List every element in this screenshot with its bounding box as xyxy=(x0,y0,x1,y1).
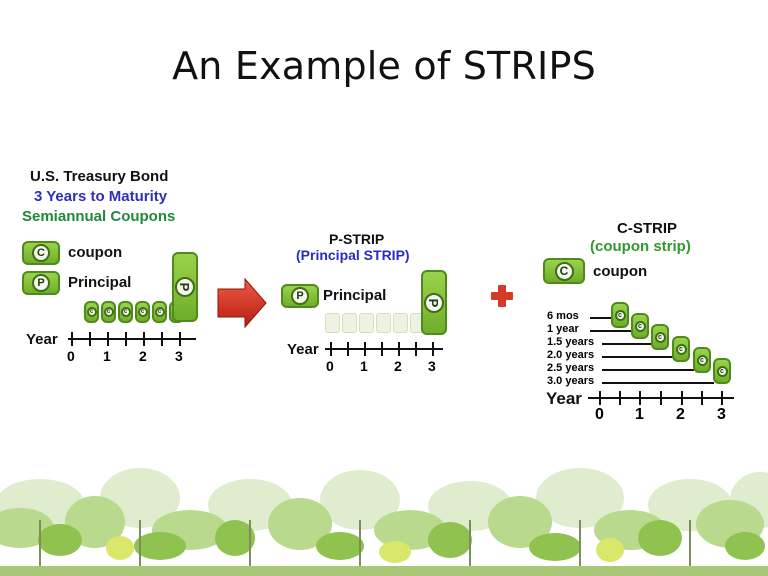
legend-coupon-icon: C xyxy=(22,241,60,265)
maturity-connector xyxy=(590,330,634,332)
cstrip-tick-label: 1 xyxy=(635,406,644,423)
bond-tick-label: 3 xyxy=(175,348,183,364)
pstrip-axis-tick xyxy=(415,342,417,356)
maturity-label: 3.0 years xyxy=(547,375,595,387)
cstrip-axis-tick xyxy=(681,391,683,405)
bond-tick-label: 0 xyxy=(67,348,75,364)
cstrip-axis-label: Year xyxy=(546,389,582,408)
bond-axis-tick xyxy=(107,332,109,346)
maturity-label: 1.5 years xyxy=(547,336,595,348)
bond-coupon-3: c xyxy=(118,301,133,323)
pstrip-principal-bill: P xyxy=(421,270,447,335)
pstrip-principal-seal: P xyxy=(291,287,309,305)
bond-axis-tick xyxy=(89,332,91,346)
maturity-label: 2.0 years xyxy=(547,349,595,361)
bond-principal-seal: P xyxy=(175,277,195,297)
pstrip-tick-label: 2 xyxy=(394,358,402,374)
bond-axis-label: Year xyxy=(26,331,58,348)
maturity-connector xyxy=(590,317,614,319)
cstrip-axis-tick xyxy=(660,391,662,405)
cstrip-axis-tick xyxy=(599,391,601,405)
cstrip-axis-tick xyxy=(721,391,723,405)
pstrip-axis-tick xyxy=(364,342,366,356)
bond-coupon-5: c xyxy=(152,301,167,323)
maturity-connector xyxy=(602,369,694,371)
bond-coupon-4: c xyxy=(135,301,150,323)
principal-seal: P xyxy=(32,274,50,292)
pstrip-axis-tick xyxy=(381,342,383,356)
bond-tick-label: 1 xyxy=(103,348,111,364)
pstrip-tick-label: 1 xyxy=(360,358,368,374)
cstrip-tick-label: 0 xyxy=(595,406,604,423)
bond-maturity: 3 Years to Maturity xyxy=(34,188,168,205)
cstrip-coupon-seal: C xyxy=(554,261,574,281)
pstrip-principal-label: Principal xyxy=(323,287,387,304)
ghost-coupon xyxy=(325,313,340,333)
cstrip-coupon-1-5yr: c xyxy=(651,324,669,350)
bond-axis-tick xyxy=(143,332,145,346)
pstrip-axis-tick xyxy=(330,342,332,356)
maturity-label: 1 year xyxy=(547,323,579,335)
pstrip-tick-label: 3 xyxy=(428,358,436,374)
cstrip-axis-tick xyxy=(619,391,621,405)
cstrip-coupon-label: coupon xyxy=(593,263,648,280)
ghost-coupon xyxy=(376,313,391,333)
legend-coupon-label: coupon xyxy=(68,244,123,261)
cstrip-coupon-2yr: c xyxy=(672,336,690,362)
cstrip-subtitle: (coupon strip) xyxy=(590,238,691,255)
ghost-coupon xyxy=(359,313,374,333)
cstrip-tick-label: 3 xyxy=(717,406,726,423)
cstrip-coupon-6mos: c xyxy=(611,302,629,328)
cstrip-coupon-3yr: c xyxy=(713,358,731,384)
bond-coupons: Semiannual Coupons xyxy=(22,208,176,225)
pstrip-subtitle: (Principal STRIP) xyxy=(296,247,410,263)
bond-principal-bill: P xyxy=(172,252,198,322)
cstrip-coupon-2-5yr: c xyxy=(693,347,711,373)
cstrip-tick-label: 2 xyxy=(676,406,685,423)
bond-axis-line xyxy=(68,338,196,340)
ghost-coupon xyxy=(342,313,357,333)
pstrip-principal-bill-seal: P xyxy=(424,292,444,313)
pstrip-principal-icon: P xyxy=(281,284,319,308)
cstrip-axis-tick xyxy=(701,391,703,405)
bond-axis-tick xyxy=(179,332,181,346)
bond-title: U.S. Treasury Bond xyxy=(30,168,169,185)
legend-principal-icon: P xyxy=(22,271,60,295)
cstrip-title: C-STRIP xyxy=(617,220,677,237)
maturity-label: 6 mos xyxy=(547,310,579,322)
maturity-connector xyxy=(602,382,714,384)
pstrip-axis-line xyxy=(325,348,443,350)
pstrip-axis-label: Year xyxy=(287,341,319,358)
legend-principal-label: Principal xyxy=(68,274,132,291)
cstrip-coupon-1yr: c xyxy=(631,313,649,339)
cstrip-coupon-icon: C xyxy=(543,258,585,284)
maturity-connector xyxy=(602,356,674,358)
maturity-connector xyxy=(602,343,654,345)
pstrip-axis-tick xyxy=(347,342,349,356)
ghost-coupon xyxy=(393,313,408,333)
bond-axis-tick xyxy=(125,332,127,346)
pstrip-axis-tick xyxy=(432,342,434,356)
bond-axis-tick xyxy=(161,332,163,346)
slide-title: An Example of STRIPS xyxy=(172,44,596,88)
bond-axis-tick xyxy=(71,332,73,346)
cstrip-axis-tick xyxy=(639,391,641,405)
coupon-seal: C xyxy=(32,244,50,262)
bond-coupon-1: c xyxy=(84,301,99,323)
pstrip-tick-label: 0 xyxy=(326,358,334,374)
pstrip-title: P-STRIP xyxy=(329,231,385,247)
bond-coupon-2: c xyxy=(101,301,116,323)
pstrip-axis-tick xyxy=(398,342,400,356)
bond-tick-label: 2 xyxy=(139,348,147,364)
maturity-label: 2.5 years xyxy=(547,362,595,374)
